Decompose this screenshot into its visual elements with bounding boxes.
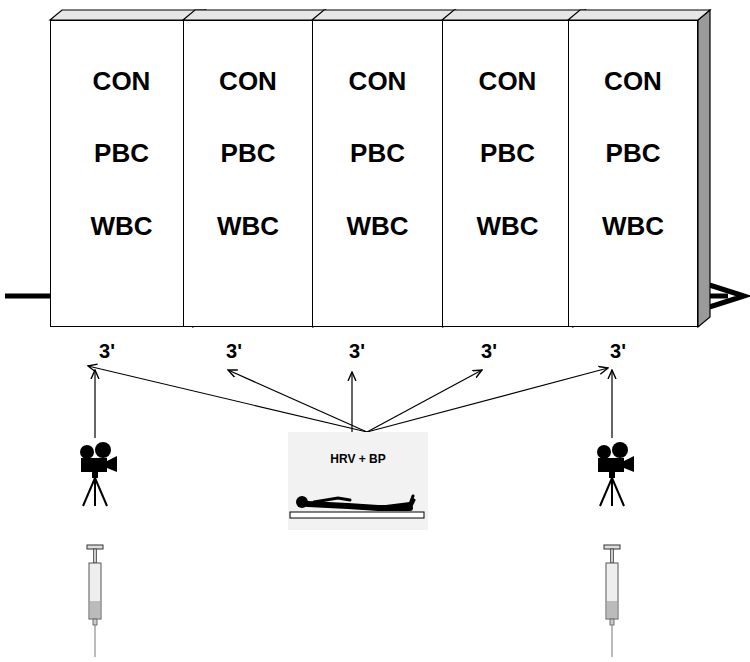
condition-label: WBC — [443, 211, 572, 242]
condition-label: WBC — [313, 211, 442, 242]
condition-label: CON — [313, 66, 442, 97]
duration-label: 3' — [610, 340, 626, 363]
box-face — [568, 10, 710, 20]
duration-label: 3' — [481, 340, 497, 363]
phase-box: CON PBC WBC — [568, 20, 698, 327]
condition-label: CON — [184, 66, 312, 97]
condition-label: PBC — [569, 138, 697, 169]
duration-label: 3' — [99, 340, 115, 363]
box-face — [312, 10, 455, 20]
box-face — [698, 10, 710, 327]
condition-label: CON — [443, 66, 572, 97]
phase-box: CON PBC WBC — [50, 20, 193, 327]
condition-label: CON — [569, 66, 697, 97]
duration-label: 3' — [349, 340, 365, 363]
lying-person — [288, 432, 428, 530]
condition-label: WBC — [184, 211, 312, 242]
condition-label: CON — [51, 66, 192, 97]
phase-box: CON PBC WBC — [183, 20, 313, 327]
condition-label: PBC — [313, 138, 442, 169]
condition-label: PBC — [184, 138, 312, 169]
condition-label: WBC — [569, 211, 697, 242]
measurement-label: HRV + BP — [288, 452, 428, 466]
duration-label: 3' — [226, 340, 242, 363]
measurement-box: HRV + BP — [288, 432, 428, 530]
condition-label: PBC — [443, 138, 572, 169]
condition-label: PBC — [51, 138, 192, 169]
box-face — [183, 10, 325, 20]
condition-label: WBC — [51, 211, 192, 242]
box-face — [50, 10, 205, 20]
phase-box: CON PBC WBC — [442, 20, 573, 327]
box-face — [442, 10, 585, 20]
phase-box: CON PBC WBC — [312, 20, 443, 327]
